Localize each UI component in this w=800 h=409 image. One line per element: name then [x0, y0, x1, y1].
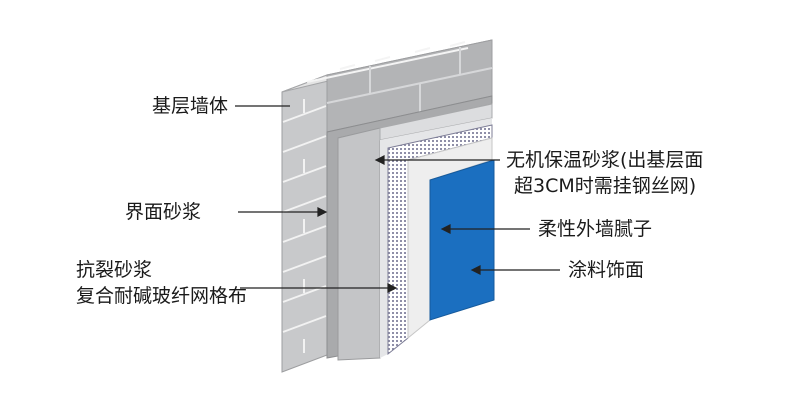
brick-top-joints [306, 41, 469, 83]
label-insulation-line2: 超3CM时需挂钢丝网) [514, 175, 697, 197]
brick-joints [282, 99, 327, 353]
insulation-mortar-layer [337, 103, 493, 361]
label-coating: 涂料饰面 [568, 259, 645, 281]
arrowhead-interface-mortar [317, 207, 328, 217]
label-interface-mortar: 界面砂浆 [125, 201, 202, 223]
arrowhead-putty [440, 224, 451, 234]
base-wall-layer [281, 39, 493, 373]
arrowhead-crack-mortar [387, 283, 398, 293]
label-putty: 柔性外墙腻子 [538, 218, 653, 240]
label-crack-mortar-line1: 抗裂砂浆 [76, 259, 153, 281]
coating-finish-layer [429, 159, 495, 321]
label-insulation-line1: 无机保温砂浆(出基层面 [506, 149, 704, 171]
arrowhead-coating [470, 265, 481, 275]
label-base-wall: 基层墙体 [152, 95, 229, 117]
leader-lines [235, 105, 560, 293]
insulation-right-face [380, 118, 492, 358]
insulation-front-face [337, 127, 381, 361]
label-crack-mortar-line2: 复合耐碱玻纤网格布 [76, 285, 248, 307]
brick-side-joints [326, 47, 493, 112]
arrowhead-insulation [374, 155, 385, 165]
